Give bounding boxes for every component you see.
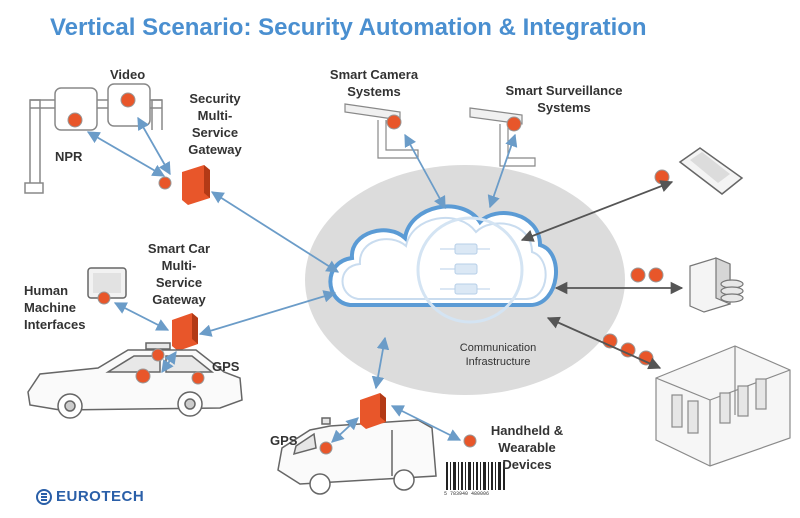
building-icon	[655, 345, 791, 467]
cloud-icon	[328, 204, 558, 307]
communication-label-line: Infrastructure	[465, 356, 531, 368]
smart-surveillance-label: Smart Surveillance Systems	[496, 82, 632, 116]
gantry-icon	[24, 83, 163, 194]
gateway-box-icon	[182, 165, 210, 205]
smartphone-icon	[678, 147, 744, 195]
sensor-node	[648, 267, 664, 283]
sensor-node	[67, 112, 83, 128]
gateway-box-icon	[172, 313, 198, 351]
smart-camera-label-line: Smart Camera	[329, 67, 419, 82]
camera-icon	[469, 107, 536, 167]
hmi-label-line: Machine	[24, 300, 77, 315]
smart-car-gateway-label-line: Multi-	[161, 258, 197, 273]
sensor-node	[386, 114, 402, 130]
sensor-node	[506, 116, 522, 132]
hmi-label: Human Machine Interfaces	[24, 282, 85, 333]
blue-connection-arrows	[86, 116, 518, 443]
sensor-node	[120, 92, 136, 108]
sensor-node	[191, 371, 205, 385]
security-gateway-label-line: Gateway	[188, 142, 242, 157]
handheld-label-line: Devices	[502, 457, 552, 472]
plug-icon	[440, 243, 490, 295]
smart-car-gateway-label-line: Smart Car	[147, 241, 211, 256]
gps-van-label: GPS	[270, 433, 298, 448]
security-gateway-label-line: Service	[191, 125, 239, 140]
smart-car-gateway-label-line: Gateway	[152, 292, 206, 307]
sensor-node	[630, 267, 646, 283]
sensor-node	[638, 350, 654, 366]
van-icon	[277, 417, 437, 495]
sensor-node	[158, 176, 172, 190]
barcode-number: 5 783940 480006	[444, 491, 490, 497]
security-gateway-label: Security Multi- Service Gateway	[180, 90, 250, 158]
sensor-node	[620, 342, 636, 358]
communication-label-line: Communication	[459, 342, 537, 354]
gps-car-label: GPS	[212, 359, 240, 374]
sensor-node	[151, 348, 165, 362]
npr-label: NPR	[55, 149, 83, 164]
hmi-label-line: Interfaces	[24, 317, 86, 332]
logo-icon	[36, 488, 52, 505]
smart-surveillance-label-line: Smart Surveillance	[505, 83, 623, 98]
police-car-icon	[27, 342, 243, 419]
security-gateway-label-line: Security	[189, 91, 241, 106]
page-title: Vertical Scenario: Security Automation &…	[50, 14, 647, 41]
smart-car-gateway-label: Smart Car Multi- Service Gateway	[140, 240, 218, 308]
handheld-label: Handheld & Wearable Devices	[484, 422, 570, 473]
server-icon	[689, 257, 744, 313]
barcode-icon	[446, 462, 505, 490]
hmi-label-line: Human	[24, 283, 69, 298]
gray-connection-arrows	[520, 180, 684, 370]
smart-surveillance-label-line: Systems	[537, 100, 591, 115]
smart-camera-label-line: Systems	[347, 84, 401, 99]
smart-camera-label: Smart Camera Systems	[318, 66, 430, 100]
cloud-core-ring	[416, 216, 524, 324]
video-label: Video	[110, 67, 146, 82]
sensor-node	[463, 434, 477, 448]
camera-icon	[344, 103, 419, 159]
eurotech-logo: EUROTECH	[36, 488, 144, 505]
sensor-node	[319, 441, 333, 455]
communication-label: Communication Infrastructure	[446, 341, 550, 369]
security-gateway-label-line: Multi-	[197, 108, 233, 123]
sensor-node	[135, 368, 151, 384]
sensor-node	[97, 291, 111, 305]
handheld-label-line: Handheld &	[490, 423, 564, 438]
sensor-node	[654, 169, 670, 185]
logo-text: EUROTECH	[56, 488, 145, 505]
handheld-label-line: Wearable	[498, 440, 556, 455]
smart-car-gateway-label-line: Service	[155, 275, 203, 290]
gateway-box-icon	[360, 393, 386, 429]
